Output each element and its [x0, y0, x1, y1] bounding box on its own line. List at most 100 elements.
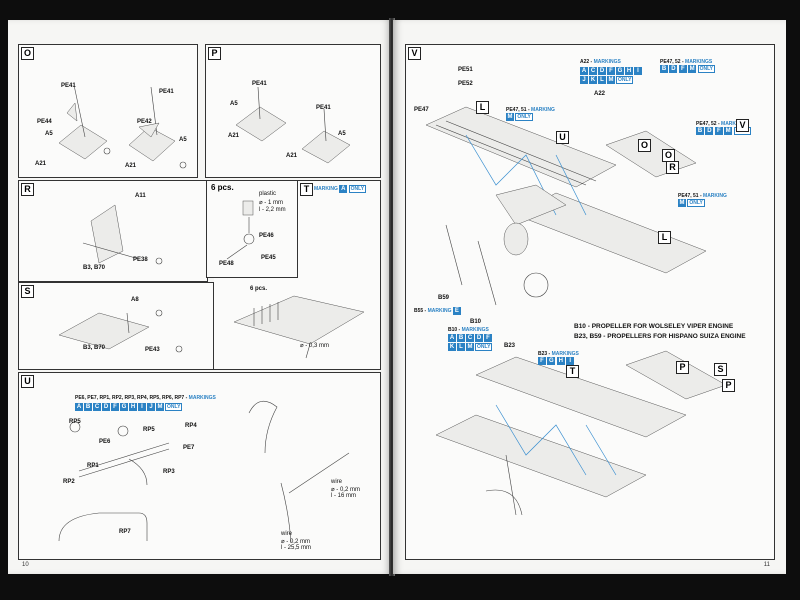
step-r-panel: R A11 B3, B70 PE38 — [18, 180, 208, 282]
part-pe41-b: PE41 — [159, 89, 174, 95]
step-p-drawing — [235, 86, 351, 164]
pe4752-top-word: MARKINGS — [685, 59, 713, 65]
marking-chip-h: H — [129, 403, 137, 411]
wire1-title: wire — [331, 479, 343, 485]
pe4751-caption: PE47, 51 - — [506, 107, 530, 113]
callout-r: R — [666, 161, 679, 174]
marking-chip: A — [339, 185, 348, 193]
b59-word: MARKING — [427, 308, 452, 314]
plastic-diameter: ⌀ - 1 mm — [259, 200, 283, 206]
t-diameter: ⌀ - 0,3 mm — [300, 343, 329, 349]
marking-chip-l: L — [457, 343, 465, 351]
step-v-panel: V PE47 PE51 PE52 A22 A22 - M — [405, 44, 775, 560]
marking-chip-g: G — [120, 403, 128, 411]
marking-only: ONLY — [165, 403, 183, 411]
part-a21: A21 — [35, 161, 47, 167]
step-t-marking: MARKING A ONLY — [314, 185, 367, 193]
marking-only: ONLY — [348, 185, 367, 193]
pcs-count: 6 pcs. — [211, 183, 234, 192]
marking-chip-b: B — [84, 403, 92, 411]
part-a5-b: A5 — [179, 137, 187, 143]
marking-chip-d: D — [598, 67, 606, 75]
part-pe6: PE6 — [99, 439, 111, 445]
wire1-diameter: ⌀ - 0,2 mm — [331, 487, 360, 493]
part-rp5: RP5 — [69, 419, 81, 425]
step-r-drawing — [82, 204, 163, 265]
part-a8: A8 — [131, 297, 139, 303]
part-pe51: PE51 — [458, 67, 473, 73]
marking-chip-b: B — [660, 65, 668, 73]
marking-chip-b: B — [457, 334, 465, 342]
part-pe45: PE45 — [261, 255, 276, 261]
b10-markings-caption: B10 - MARKINGS — [448, 327, 489, 333]
callout-o-b: O — [662, 149, 675, 162]
step-o-label: O — [21, 47, 34, 60]
b10-caption: B10 - — [448, 327, 461, 333]
pe4751-marking-2: PE47, 51 - MARKING M ONLY — [678, 193, 727, 207]
marking-chip-l: L — [598, 76, 606, 84]
part-a5-b: A5 — [338, 131, 346, 137]
callout-o: O — [638, 139, 651, 152]
part-b23: B23 — [504, 343, 516, 349]
marking-chip-m: M — [678, 199, 686, 207]
pe4751-word: MARKING — [531, 107, 555, 113]
b10-chips: A B C D F K L M ONLY — [448, 334, 496, 351]
marking-chip-h: H — [556, 357, 565, 365]
step-t-label: T — [300, 183, 313, 196]
b10-word: MARKINGS — [461, 327, 489, 333]
b23-word: MARKINGS — [551, 351, 579, 357]
step-s-label: S — [21, 285, 34, 298]
part-a5: A5 — [230, 101, 238, 107]
right-instruction-page: V PE47 PE51 PE52 A22 A22 - M — [393, 20, 786, 574]
wire1-length: l - 16 mm — [331, 493, 357, 499]
callout-s: S — [714, 363, 727, 376]
marking-only: ONLY — [697, 65, 715, 73]
book-spine — [389, 18, 395, 576]
pe4752-caption: PE47, 52 - — [696, 121, 720, 127]
marking-chip-b: B — [696, 127, 704, 135]
part-b3-b70: B3, B70 — [83, 265, 106, 271]
step-u-panel: U PE6, PE7, RP1, RP2, RP3, RP4, RP5, RP6… — [18, 372, 381, 560]
part-b10: B10 — [470, 319, 482, 325]
part-rp5-b: RP5 — [143, 427, 155, 433]
pcs-drawing — [226, 200, 255, 260]
step-p-panel: P PE41 A5 A21 PE41 A5 A21 — [205, 44, 381, 178]
plastic-label: plastic — [259, 191, 277, 197]
wire2-diameter: ⌀ - 0,2 mm — [281, 539, 310, 545]
callout-u: U — [556, 131, 569, 144]
marking-word: MARKING — [314, 186, 338, 192]
u-marking-parts: PE6, PE7, RP1, RP2, RP3, RP4, RP5, RP6, … — [75, 395, 188, 401]
step-o-drawing — [58, 84, 187, 169]
part-rp2: RP2 — [63, 479, 75, 485]
pe4752-top-caption: PE47, 52 - — [660, 59, 684, 65]
marking-chip-f: F — [714, 127, 723, 135]
u-marking-word: MARKINGS — [188, 395, 216, 401]
left-instruction-page: O PE41 PE44 A5 A21 PE41 PE42 A5 A21 P PE… — [8, 20, 391, 574]
b59-caption: B55 - — [414, 308, 427, 314]
marking-chip-k: K — [589, 76, 597, 84]
marking-chip-m: M — [724, 127, 733, 135]
marking-chip-j: J — [147, 403, 155, 411]
part-a22: A22 — [594, 91, 606, 97]
step-v-label: V — [408, 47, 421, 60]
callout-v: V — [736, 119, 749, 132]
marking-chip-c: C — [93, 403, 101, 411]
part-pe7: PE7 — [183, 445, 195, 451]
part-rp3: RP3 — [163, 469, 175, 475]
marking-chip-k: K — [448, 343, 456, 351]
pe4751-2-caption: PE47, 51 - — [678, 193, 702, 199]
marking-chip-a: A — [580, 67, 588, 75]
marking-only: ONLY — [515, 113, 533, 121]
marking-chip-f: F — [484, 334, 492, 342]
part-a21-b: A21 — [125, 163, 137, 169]
part-pe41: PE41 — [252, 81, 267, 87]
b23-markings: B23 - MARKINGS F G H I — [538, 351, 579, 365]
part-a5: A5 — [45, 131, 53, 137]
part-b59: B59 — [438, 295, 450, 301]
page-number-right: 11 — [763, 562, 770, 568]
a22-caption: A22 - — [580, 59, 593, 65]
part-a21-b: A21 — [286, 153, 298, 159]
part-b3-b70: B3, B70 — [83, 345, 106, 351]
a22-markings-caption: A22 - MARKINGS — [580, 59, 621, 65]
marking-chip-i: I — [566, 357, 575, 365]
